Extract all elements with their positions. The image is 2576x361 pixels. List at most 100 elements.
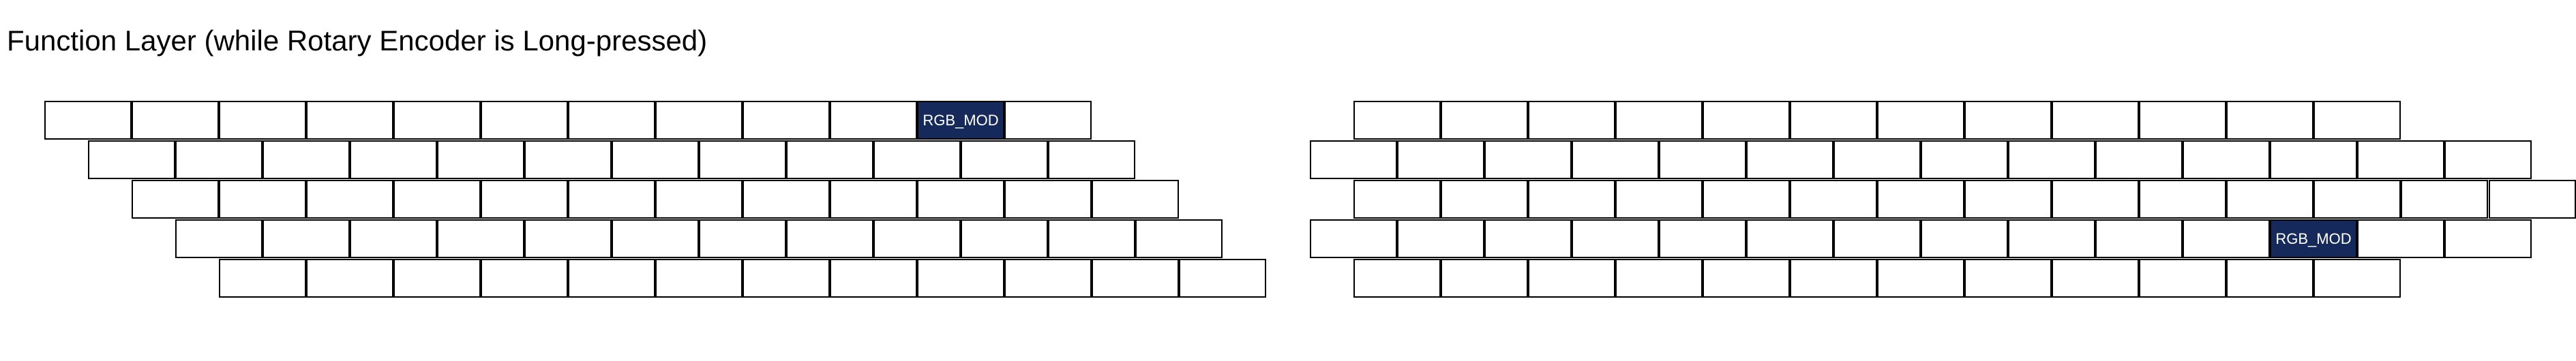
key (219, 259, 306, 298)
key (961, 219, 1048, 258)
key (743, 180, 830, 219)
key (2226, 101, 2313, 140)
key (437, 140, 524, 179)
key (743, 259, 830, 298)
key (699, 219, 786, 258)
key (1921, 140, 2008, 179)
key (1353, 101, 1441, 140)
key (830, 259, 917, 298)
key (1833, 219, 1921, 258)
key (2183, 140, 2270, 179)
key (2008, 140, 2095, 179)
key (1528, 259, 1615, 298)
key (2095, 219, 2183, 258)
key (1484, 140, 1572, 179)
key (1615, 180, 1703, 219)
key (1703, 180, 1790, 219)
key (1441, 180, 1528, 219)
key (1441, 101, 1528, 140)
key (961, 140, 1048, 179)
key (175, 140, 263, 179)
key (437, 219, 524, 258)
key (1659, 140, 1746, 179)
key (219, 180, 306, 219)
key (1746, 140, 1833, 179)
key (88, 140, 175, 179)
key (2183, 219, 2270, 258)
key (1048, 219, 1135, 258)
key (873, 219, 961, 258)
key (1877, 101, 1964, 140)
key (481, 259, 568, 298)
key (2052, 180, 2139, 219)
key (612, 140, 699, 179)
key (263, 140, 350, 179)
key-rgb-mod: RGB_MOD (2270, 219, 2357, 258)
key (1877, 180, 1964, 219)
key (2401, 180, 2488, 219)
key (612, 219, 699, 258)
key (1092, 180, 1179, 219)
key (568, 259, 655, 298)
key (2052, 101, 2139, 140)
key (2357, 140, 2444, 179)
key (2357, 219, 2444, 258)
key (1310, 219, 1397, 258)
key (350, 140, 437, 179)
key (393, 259, 481, 298)
key (175, 219, 263, 258)
key (1964, 259, 2052, 298)
key (1310, 140, 1397, 179)
key (1964, 101, 2052, 140)
key (2313, 180, 2401, 219)
key (44, 101, 132, 140)
key (1004, 101, 1092, 140)
key (219, 101, 306, 140)
key (1790, 180, 1877, 219)
key (1790, 101, 1877, 140)
key (786, 219, 873, 258)
key (2095, 140, 2183, 179)
key (1092, 259, 1179, 298)
key-rgb-mod: RGB_MOD (917, 101, 1004, 140)
key (568, 101, 655, 140)
diagram-title: Function Layer (while Rotary Encoder is … (7, 25, 708, 57)
key (699, 140, 786, 179)
key (655, 259, 743, 298)
key (2313, 259, 2401, 298)
key (568, 180, 655, 219)
key (1921, 219, 2008, 258)
key (2313, 101, 2401, 140)
key (1135, 219, 1223, 258)
key (1528, 101, 1615, 140)
key (1659, 219, 1746, 258)
key (132, 101, 219, 140)
key (1484, 219, 1572, 258)
key (524, 219, 612, 258)
key (2226, 259, 2313, 298)
key (873, 140, 961, 179)
key (1572, 140, 1659, 179)
key (1572, 219, 1659, 258)
key (393, 180, 481, 219)
key (2052, 259, 2139, 298)
key (917, 180, 1004, 219)
key (1353, 180, 1441, 219)
key (1441, 259, 1528, 298)
key (1179, 259, 1266, 298)
key (1790, 259, 1877, 298)
key (1746, 219, 1833, 258)
key (1615, 101, 1703, 140)
key (786, 140, 873, 179)
encoder-key (2489, 180, 2576, 219)
key (917, 259, 1004, 298)
key (2008, 219, 2095, 258)
key (306, 101, 393, 140)
key (1397, 140, 1484, 179)
key (1397, 219, 1484, 258)
key (524, 140, 612, 179)
key (1353, 259, 1441, 298)
key (350, 219, 437, 258)
key (655, 101, 743, 140)
